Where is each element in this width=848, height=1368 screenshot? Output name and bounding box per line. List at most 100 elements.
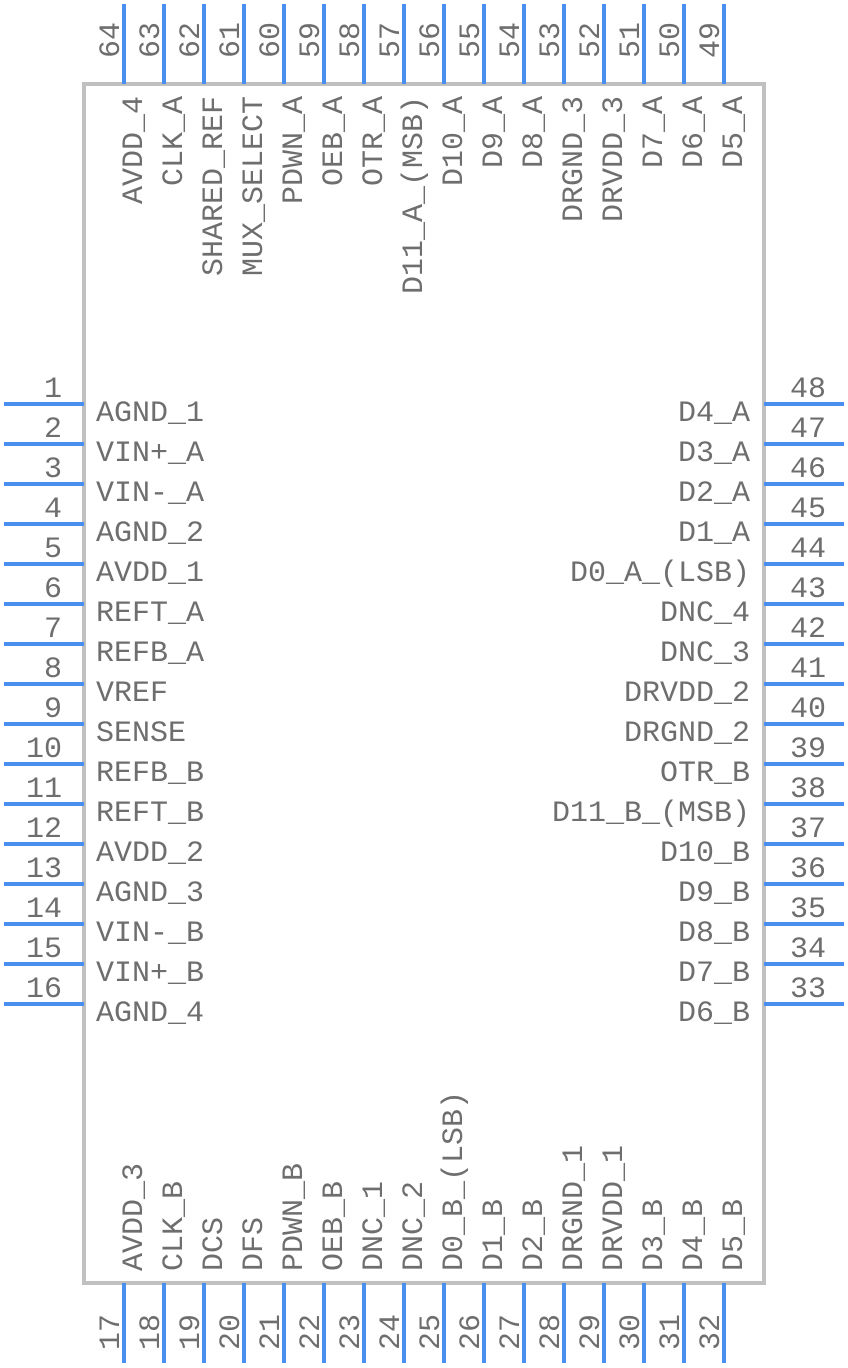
- pin-number: 2: [44, 413, 62, 447]
- pin-number: 22: [295, 1314, 329, 1350]
- pin-number: 24: [375, 1314, 409, 1350]
- pin-number: 40: [790, 693, 826, 727]
- pin-name: VIN-_B: [96, 917, 204, 951]
- pin-name: D6_B: [678, 997, 750, 1031]
- pin-name: D4_B: [678, 1199, 712, 1271]
- pin-number: 26: [455, 1314, 489, 1350]
- pin-name: OEB_B: [318, 1181, 352, 1271]
- pin-number: 44: [790, 533, 826, 567]
- pin-number: 50: [655, 22, 689, 58]
- pin-name: DNC_3: [660, 637, 750, 671]
- pin-20[interactable]: 20 DFS: [215, 1217, 272, 1363]
- pin-number: 9: [44, 693, 62, 727]
- pin-name: DFS: [238, 1217, 272, 1271]
- pin-name: PDWN_A: [278, 96, 312, 204]
- pin-number: 63: [135, 22, 169, 58]
- pin-name: D0_A_(LSB): [570, 557, 750, 591]
- pin-name: D2_B: [518, 1199, 552, 1271]
- pin-number: 46: [790, 453, 826, 487]
- pin-name: D3_A: [678, 437, 750, 471]
- pin-number: 34: [790, 933, 826, 967]
- pin-22[interactable]: 22 OEB_B: [295, 1181, 352, 1363]
- pin-name: AVDD_2: [96, 837, 204, 871]
- pin-number: 29: [575, 1314, 609, 1350]
- pin-name: D10_B: [660, 837, 750, 871]
- pin-number: 64: [95, 22, 129, 58]
- pin-name: DRVDD_2: [624, 677, 750, 711]
- pin-number: 5: [44, 533, 62, 567]
- pin-name: D7_B: [678, 957, 750, 991]
- pin-name: VREF: [96, 677, 168, 711]
- pin-number: 20: [215, 1314, 249, 1350]
- pin-name: D9_A: [478, 96, 512, 168]
- ic-body-outline: [82, 82, 766, 1285]
- pin-number: 7: [44, 613, 62, 647]
- pin-number: 52: [575, 22, 609, 58]
- pin-number: 21: [255, 1314, 289, 1350]
